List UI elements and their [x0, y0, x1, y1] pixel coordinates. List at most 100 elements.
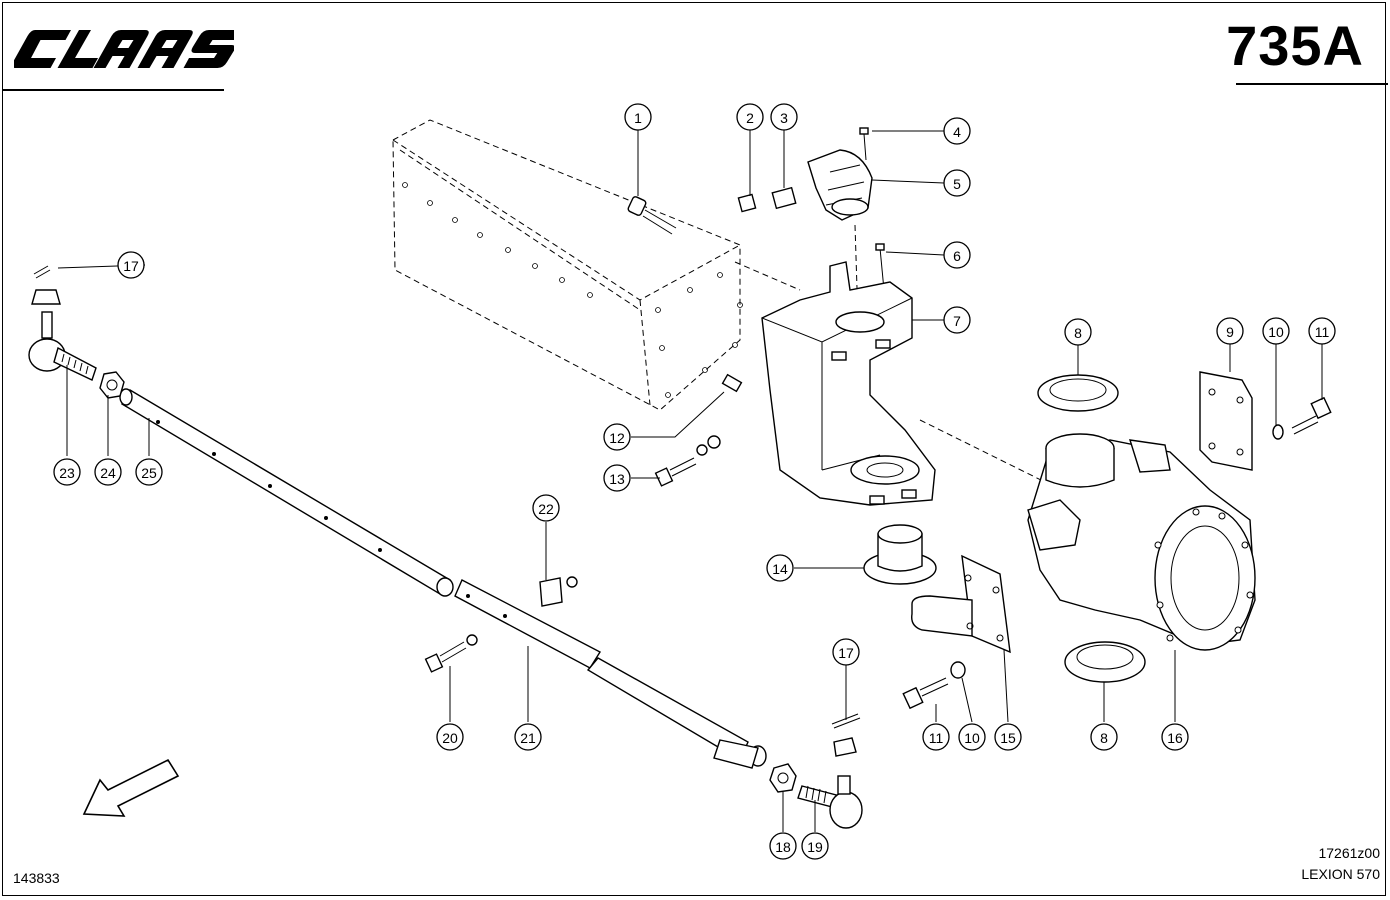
- callout-label: 19: [807, 839, 823, 855]
- callout-8: 8: [1090, 723, 1118, 751]
- callout-label: 7: [953, 313, 961, 329]
- castle-nut-part-17-top: [31, 289, 61, 305]
- leader-lines: [57, 130, 1323, 832]
- callout-label: 8: [1100, 730, 1108, 746]
- callout-label: 3: [780, 110, 788, 126]
- callout-label: 1: [634, 110, 642, 126]
- callout-15: 15: [994, 723, 1022, 751]
- bolt-part-1: [627, 196, 677, 235]
- bolt-part-11-top: [1291, 396, 1332, 435]
- callout-label: 13: [609, 471, 625, 487]
- callout-10: 10: [958, 723, 986, 751]
- callout-label: 11: [1315, 324, 1330, 340]
- callout-21: 21: [514, 723, 542, 751]
- callout-circle: [832, 638, 860, 666]
- figure-id: 17261z00: [1318, 845, 1380, 861]
- callout-label: 22: [538, 501, 554, 517]
- callout-16: 16: [1161, 723, 1189, 751]
- callout-circle: [514, 723, 542, 751]
- callout-circle: [117, 251, 145, 279]
- callout-circle: [53, 458, 81, 486]
- callout-circle: [436, 723, 464, 751]
- callout-19: 19: [801, 832, 829, 860]
- callout-9: 9: [1216, 317, 1244, 345]
- seal-part-8-top: [1037, 374, 1119, 412]
- callout-10: 10: [1262, 317, 1290, 345]
- pin-part-12: [721, 373, 743, 393]
- callout-circle: [770, 103, 798, 131]
- frame-beam: [392, 119, 743, 411]
- callout-circle: [994, 723, 1022, 751]
- callout-label: 17: [838, 645, 854, 661]
- clamp-part-22: [539, 576, 578, 607]
- callout-circle: [958, 723, 986, 751]
- callout-3: 3: [770, 103, 798, 131]
- plate-part-9: [1199, 371, 1253, 471]
- callout-circle: [1216, 317, 1244, 345]
- header-rule-right: [1236, 83, 1388, 85]
- callout-18: 18: [769, 832, 797, 860]
- callout-label: 14: [772, 561, 788, 577]
- nut-part-18: [769, 763, 797, 793]
- callout-5: 5: [943, 169, 971, 197]
- callout-17: 17: [832, 638, 860, 666]
- callout-label: 18: [775, 839, 791, 855]
- callout-1: 1: [624, 103, 652, 131]
- assembly-axis-line: [734, 261, 801, 291]
- cotter-pin-part-17-bottom: [831, 713, 861, 729]
- callout-circle: [135, 458, 163, 486]
- callout-label: 10: [1268, 324, 1284, 340]
- callout-circle: [922, 723, 950, 751]
- tie-rod-tube-part-25: [119, 388, 454, 597]
- model-name: LEXION 570: [1301, 866, 1380, 882]
- callout-label: 5: [953, 176, 961, 192]
- callout-label: 23: [59, 465, 75, 481]
- callout-8: 8: [1064, 318, 1092, 346]
- cotter-pin-part-17-top: [33, 265, 51, 279]
- callout-label: 24: [100, 465, 116, 481]
- header-rule-left: [2, 89, 224, 91]
- callout-circle: [1308, 317, 1336, 345]
- callout-20: 20: [436, 723, 464, 751]
- assembly-axis-line-2: [919, 419, 1046, 483]
- callout-13: 13: [603, 464, 631, 492]
- callout-12: 12: [603, 423, 631, 451]
- sensor-axis-line: [854, 224, 859, 321]
- drawing-number: 143833: [13, 870, 60, 886]
- seal-part-8-bottom: [1064, 641, 1146, 683]
- callout-circle: [603, 423, 631, 451]
- callout-24: 24: [94, 458, 122, 486]
- callout-label: 12: [609, 430, 625, 446]
- callout-label: 8: [1074, 325, 1082, 341]
- bolt-part-20: [424, 634, 478, 673]
- callout-4: 4: [943, 117, 971, 145]
- claas-logo: [14, 30, 234, 68]
- callout-23: 23: [53, 458, 81, 486]
- callout-circle: [532, 494, 560, 522]
- tie-rod-tube-part-21: [454, 579, 767, 769]
- callout-label: 17: [123, 258, 139, 274]
- callout-label: 6: [953, 248, 961, 264]
- bushing-part-14: [863, 524, 937, 585]
- tie-rod-end-part-23: [28, 311, 97, 381]
- travel-direction-arrow: [82, 758, 180, 817]
- axle-bracket-part-7: [761, 261, 936, 506]
- callout-circle: [1262, 317, 1290, 345]
- callout-label: 16: [1167, 730, 1183, 746]
- washer-part-10-bottom: [950, 661, 966, 679]
- callout-circle: [736, 103, 764, 131]
- bolt-part-13: [654, 435, 721, 487]
- callout-circle: [766, 554, 794, 582]
- callout-2: 2: [736, 103, 764, 131]
- callout-14: 14: [766, 554, 794, 582]
- bolt-part-11-bottom: [902, 677, 949, 710]
- callout-label: 11: [929, 730, 944, 746]
- washer-part-10-top: [1272, 424, 1284, 440]
- sensor-housing-part-5: [807, 149, 873, 221]
- callout-circle: [1064, 318, 1092, 346]
- callout-label: 20: [442, 730, 458, 746]
- callout-circle: [1090, 723, 1118, 751]
- page-code: 735A: [1226, 14, 1364, 77]
